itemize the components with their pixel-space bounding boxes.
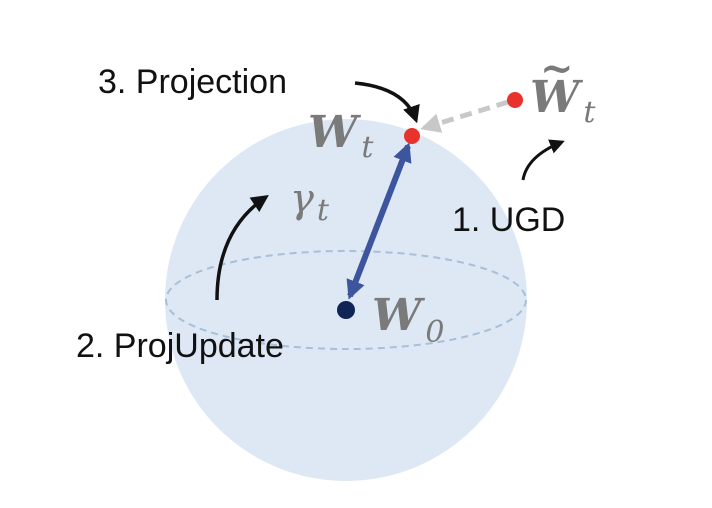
w-t-point	[404, 128, 420, 144]
step3-label: 3. Projection	[98, 63, 287, 101]
w-tilde-accent: ~	[540, 45, 574, 92]
sphere	[165, 119, 527, 481]
projection-curved-arrow	[354, 81, 420, 124]
w-tilde-t-point	[507, 92, 523, 108]
step2-label: 2. ProjUpdate	[76, 327, 284, 365]
projupdate-curved-arrow	[215, 195, 269, 301]
step1-label: 1. UGD	[452, 201, 565, 239]
ugd-dashed-arrow	[420, 99, 509, 133]
equator-dashed	[165, 250, 527, 350]
ugd-curved-arrow	[521, 139, 565, 181]
radius-double-arrow	[346, 142, 412, 300]
w-0-point	[337, 301, 355, 319]
